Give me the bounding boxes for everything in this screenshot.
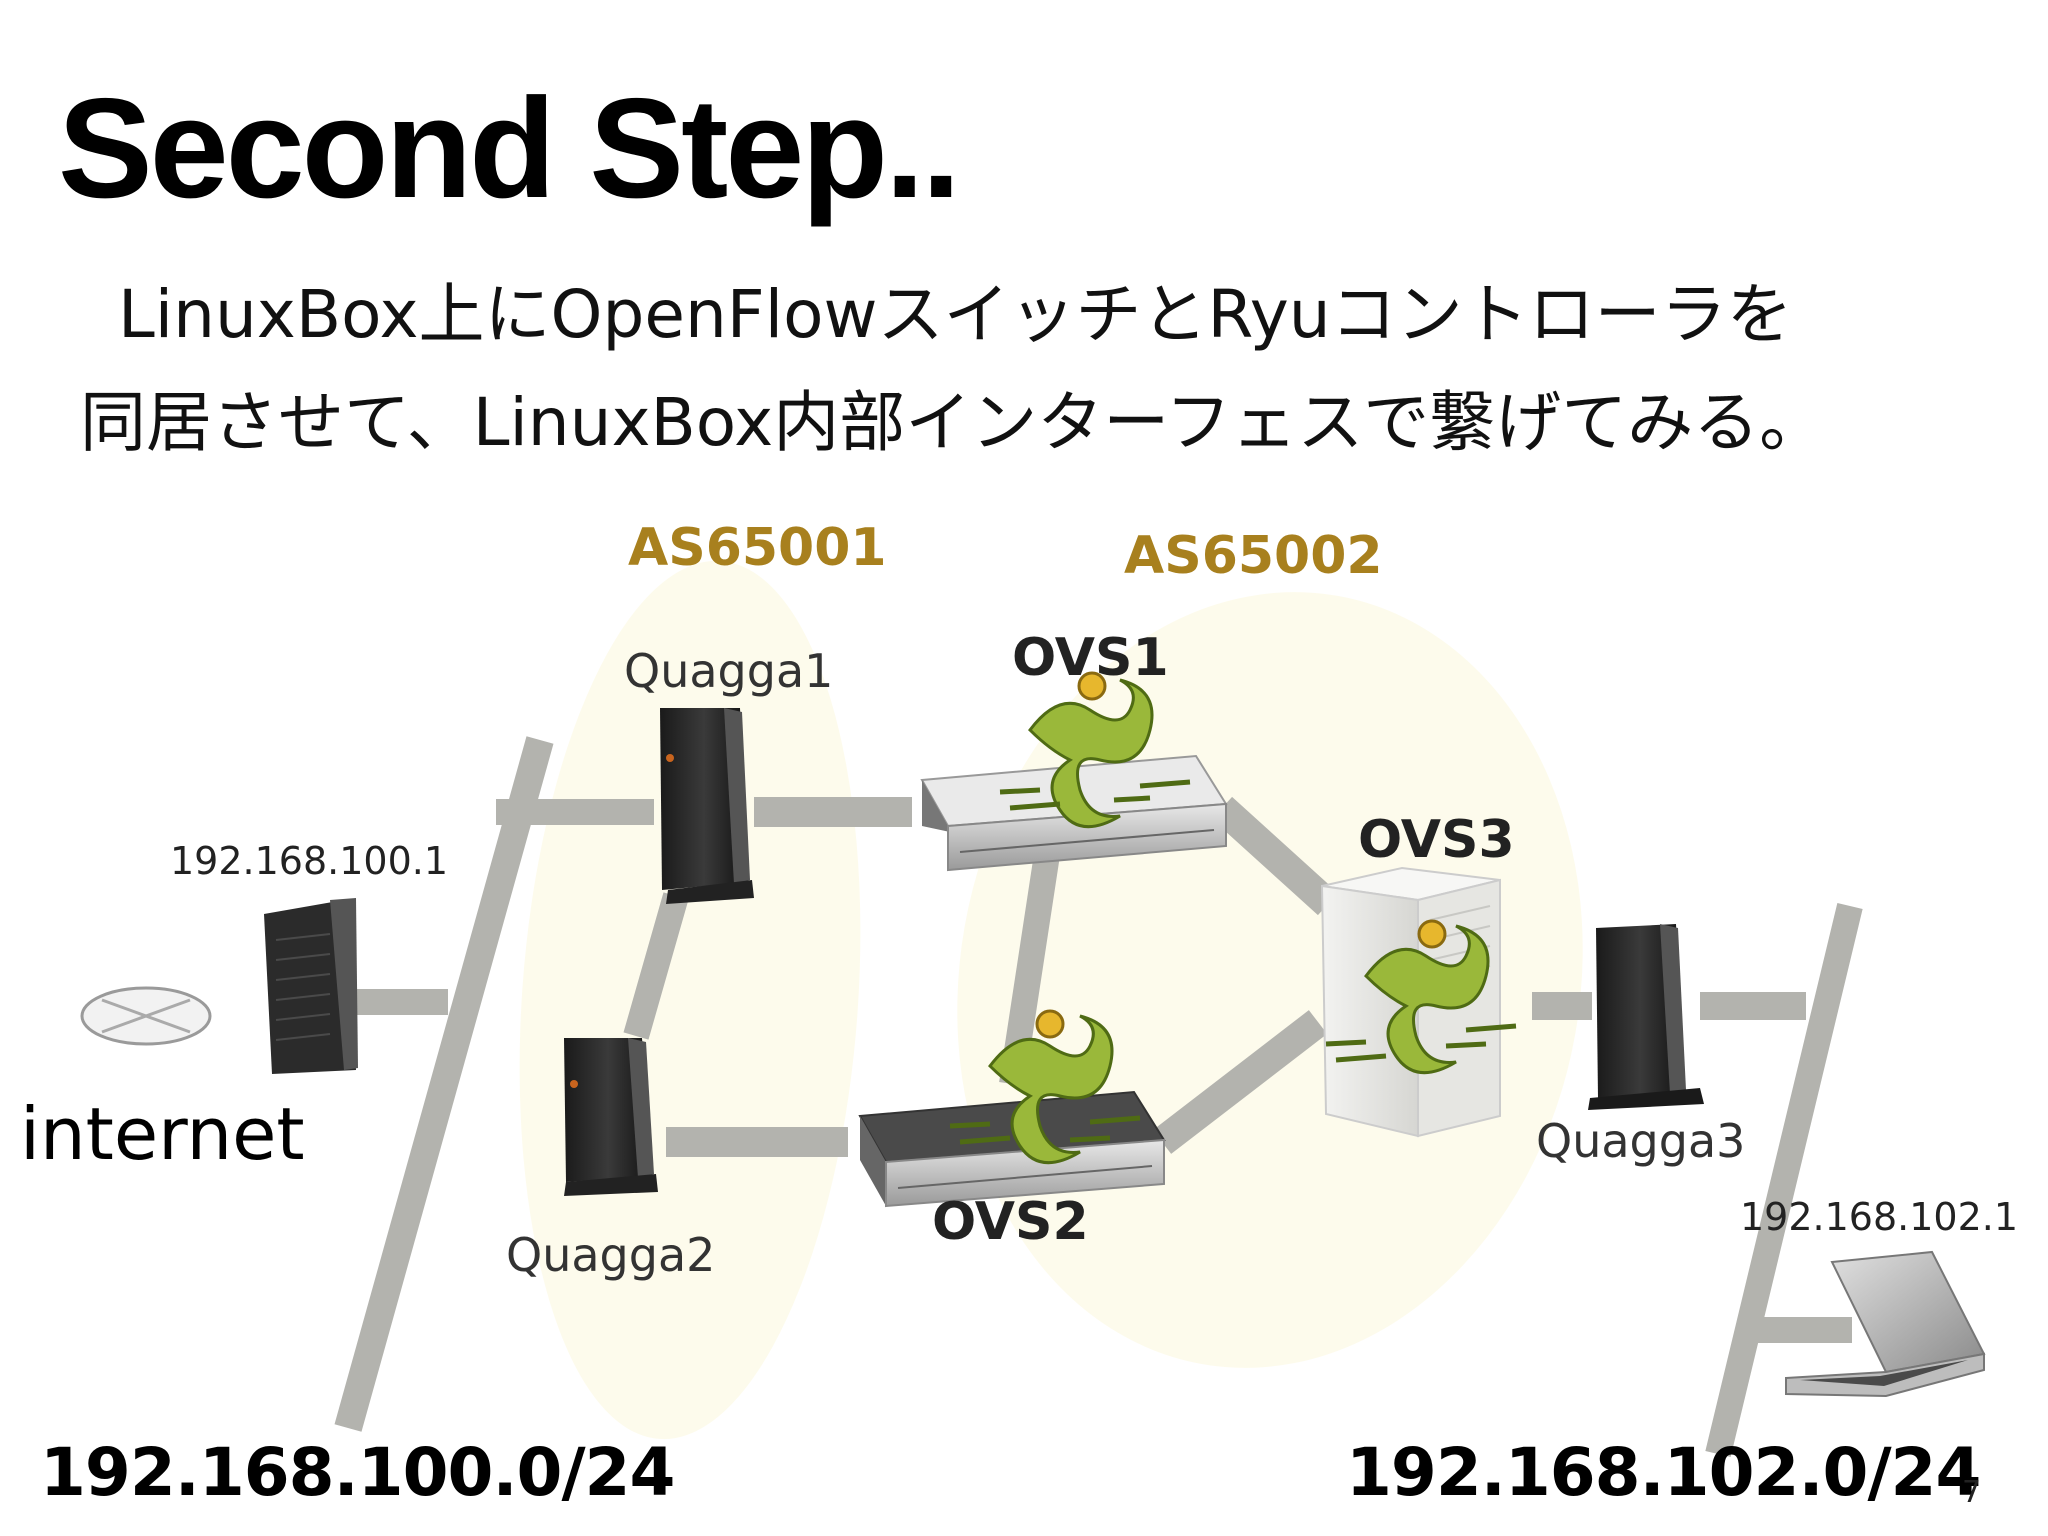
ryu-dragon-icon <box>999 671 1191 829</box>
ovs3-label: OVS3 <box>1358 810 1515 870</box>
quagga3-router-icon <box>1588 924 1704 1110</box>
quagga3-label: Quagga3 <box>1536 1114 1746 1168</box>
internet-icon <box>80 986 212 1046</box>
subtitle-line-2: 同居させて、LinuxBox内部インターフェスで繋げてみる。 <box>80 384 1826 461</box>
as65002-label: AS65002 <box>1124 526 1383 586</box>
bus-192-168-102 <box>1705 902 1863 1458</box>
quagga2-label: Quagga2 <box>506 1228 716 1282</box>
internet-label: internet <box>20 1092 305 1176</box>
subtitle-line-1: LinuxBox上にOpenFlowスイッチとRyuコントローラを <box>118 276 1793 353</box>
gateway-ip-label: 192.168.100.1 <box>170 839 449 883</box>
as65002-region <box>957 592 1583 1368</box>
laptop-icon <box>1785 1250 1986 1398</box>
network-102-label: 192.168.102.0/24 <box>1346 1434 1981 1511</box>
ryu-dragon-icon <box>949 1009 1141 1165</box>
ovs2-label: OVS2 <box>932 1192 1089 1252</box>
as65001-region <box>519 560 861 1440</box>
slide-title: Second Step.. <box>58 69 961 228</box>
network-100-label: 192.168.100.0/24 <box>40 1434 675 1511</box>
quagga2-router-icon <box>564 1038 658 1196</box>
ovs1-label: OVS1 <box>1012 628 1169 688</box>
quagga1-label: Quagga1 <box>624 644 834 698</box>
laptop-ip-label: 192.168.102.1 <box>1740 1195 2019 1239</box>
ryu-dragon-icon <box>1325 919 1517 1075</box>
as65001-label: AS65001 <box>628 518 887 578</box>
page-number: 7 <box>1962 1475 1982 1510</box>
gateway-modem-icon <box>264 898 358 1074</box>
network-links <box>334 736 1863 1458</box>
quagga1-router-icon <box>660 708 754 904</box>
bus-192-168-100 <box>334 736 554 1432</box>
